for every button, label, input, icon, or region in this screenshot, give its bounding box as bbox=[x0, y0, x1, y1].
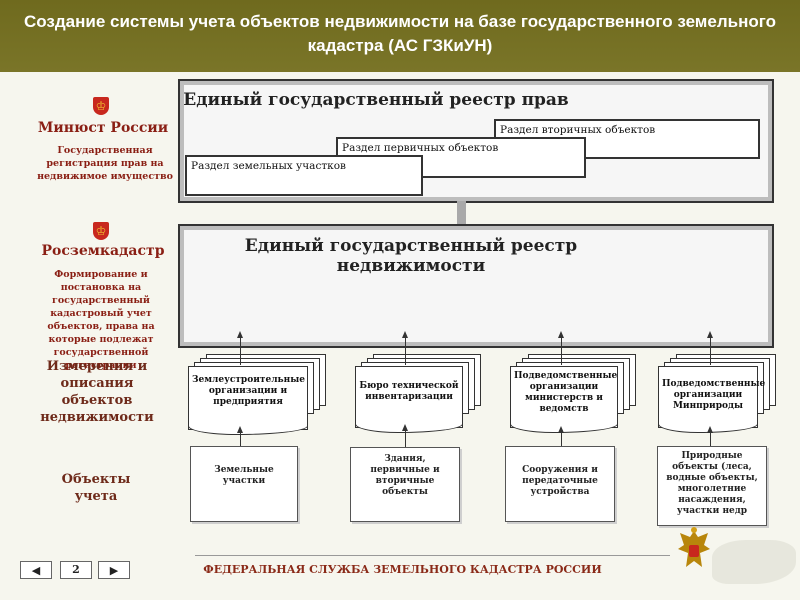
next-slide-button[interactable]: ▶ bbox=[98, 561, 130, 579]
page-number: 2 bbox=[60, 561, 92, 579]
agency-minjust-name: Минюст России bbox=[37, 120, 169, 136]
measurements-label: Измерения и описания объектов недвижимос… bbox=[40, 359, 154, 425]
russia-map-watermark bbox=[712, 540, 796, 584]
arrow-up-icon bbox=[402, 424, 408, 447]
rights-registry-title: Единый государственный реестр прав bbox=[183, 90, 569, 110]
object-box-buildings: Здания, первичные и вторичные объекты bbox=[350, 447, 460, 522]
arrow-up-icon bbox=[558, 426, 564, 446]
footer-divider bbox=[195, 555, 670, 556]
agency-roszemkadastr-name: Росземкадастр bbox=[41, 243, 165, 259]
org-card-label: Землеустроительные организации и предпри… bbox=[188, 366, 308, 435]
arrow-up-icon bbox=[707, 426, 713, 446]
coat-of-arms-icon: ♔ bbox=[93, 97, 109, 115]
section-land-plots: Раздел земельных участков bbox=[185, 155, 423, 196]
object-box-land-plots: Земельные участки bbox=[190, 446, 298, 522]
arrow-up-icon bbox=[237, 426, 243, 446]
agency-roszemkadastr-desc: Формирование и постановка на государстве… bbox=[47, 269, 155, 371]
org-card-label: Подведомственные организации Минприроды bbox=[658, 366, 765, 433]
realty-registry-title: Единый государственный реестр недвижимос… bbox=[244, 236, 578, 276]
coat-of-arms-icon: ♔ bbox=[93, 222, 109, 240]
page-title: Создание системы учета объектов недвижим… bbox=[23, 12, 776, 55]
arrow-up-icon bbox=[707, 331, 713, 365]
object-box-structures: Сооружения и передаточные устройства bbox=[505, 446, 615, 522]
registry-connector bbox=[457, 201, 466, 226]
arrow-left-icon: ◀ bbox=[31, 563, 41, 577]
prev-slide-button[interactable]: ◀ bbox=[20, 561, 52, 579]
org-card-label: Бюро технической инвентаризации bbox=[355, 366, 463, 433]
org-card-label: Подведомственные организации министерств… bbox=[510, 366, 618, 433]
agency-minjust-desc: Государственная регистрация прав на недв… bbox=[37, 145, 173, 182]
objects-label: Объекты учета bbox=[61, 472, 131, 504]
arrow-up-icon bbox=[558, 331, 564, 365]
arrow-up-icon bbox=[402, 331, 408, 365]
header-bar: Создание системы учета объектов недвижим… bbox=[0, 0, 800, 72]
object-box-natural: Природные объекты (леса, водные объекты,… bbox=[657, 446, 767, 526]
arrow-up-icon bbox=[237, 331, 243, 365]
realty-registry-box: Единый государственный реестр недвижимос… bbox=[178, 224, 774, 348]
arrow-right-icon: ▶ bbox=[109, 563, 119, 577]
footer-text: ФЕДЕРАЛЬНАЯ СЛУЖБА ЗЕМЕЛЬНОГО КАДАСТРА Р… bbox=[203, 563, 602, 576]
double-headed-eagle-icon bbox=[674, 520, 714, 580]
